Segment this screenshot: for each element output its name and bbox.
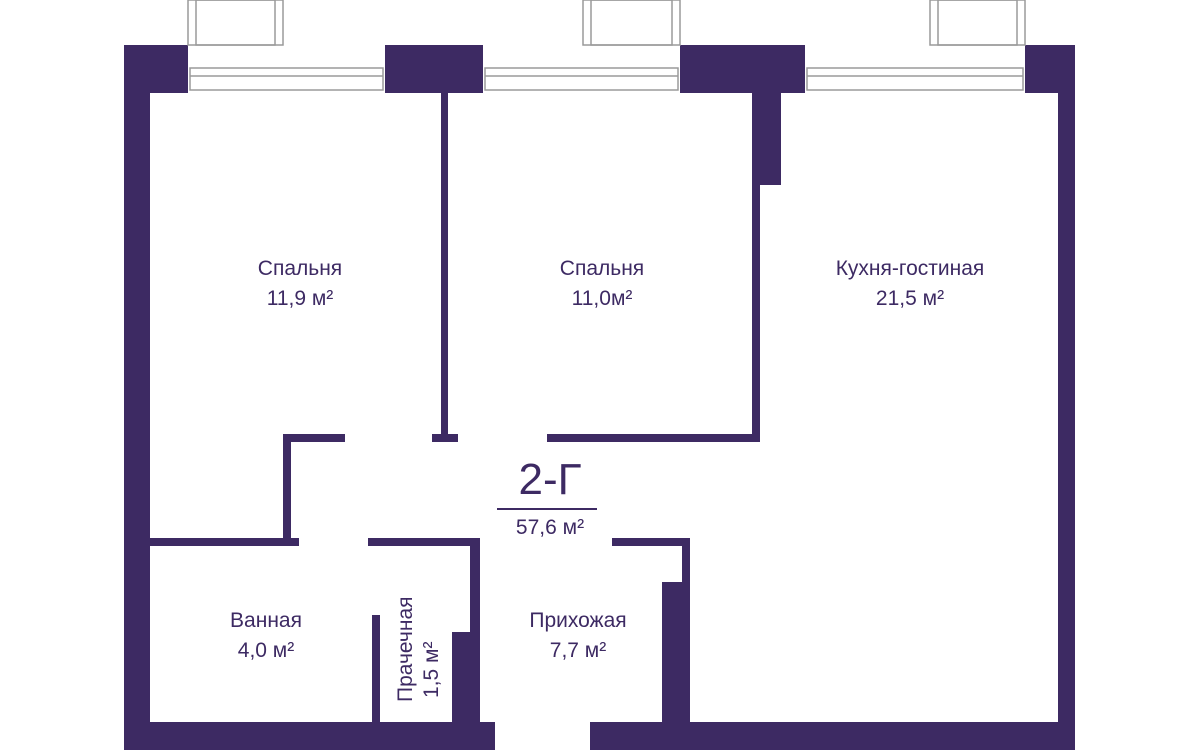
room-name: Спальня: [559, 257, 645, 280]
room-area: 11,0м²: [571, 287, 633, 310]
balcony-2: [582, 0, 681, 46]
wall-hallway-corner: [682, 538, 690, 588]
wall-bathroom-top: [150, 538, 299, 546]
room-area: 7,7 м²: [549, 639, 607, 662]
wall-laundry-pier: [452, 632, 480, 750]
balcony-inner-2: [590, 0, 673, 46]
balcony-3: [929, 0, 1026, 46]
room-hallway: Прихожая 7,7 м²: [488, 606, 668, 666]
room-name: Прихожая: [529, 609, 627, 632]
room-name: Кухня-гостиная: [835, 257, 985, 280]
wall-hallway-right: [662, 582, 690, 750]
wall-bedroom1-corner: [283, 434, 291, 546]
wall-bathroom-laundry: [372, 615, 380, 725]
room-name: Прачечная: [394, 596, 417, 702]
unit-divider: [497, 508, 597, 510]
balcony-inner-3: [937, 0, 1018, 46]
wall-bedroom-partition: [441, 93, 448, 441]
wall-bedroom1-bottom-stub: [283, 434, 345, 442]
room-name: Ванная: [230, 609, 302, 632]
window-frame-3: [806, 67, 1024, 91]
balcony-1: [187, 0, 284, 46]
window-frame-2: [484, 67, 679, 91]
wall-bedroom2-bottom: [547, 434, 760, 442]
walls: [124, 45, 1075, 750]
wall-hallway-top: [612, 538, 690, 546]
wall-laundry-top: [368, 538, 480, 546]
room-area: 21,5 м²: [875, 287, 945, 310]
windows: [187, 0, 1026, 91]
wall-left-outer: [124, 45, 150, 750]
room-area: 1,5 м²: [420, 641, 443, 698]
room-name: Спальня: [257, 257, 343, 280]
room-area: 11,9 м²: [266, 287, 334, 310]
unit-total-area: 57,6 м²: [515, 516, 585, 539]
wall-top-pier-1: [385, 45, 483, 93]
wall-kitchen-bedroom2: [752, 90, 760, 442]
balcony-inner-1: [195, 0, 276, 46]
unit-code: 2-Г: [518, 455, 582, 504]
room-laundry: Прачечная 1,5 м²: [393, 596, 445, 702]
room-bedroom-2: Спальня 11,0м²: [502, 254, 702, 314]
wall-top-pier-2: [680, 45, 805, 93]
window-frame-1: [189, 67, 384, 91]
room-bedroom-1: Спальня 11,9 м²: [200, 254, 400, 314]
room-kitchen-living: Кухня-гостиная 21,5 м²: [800, 254, 1020, 314]
wall-bottom-left: [124, 722, 495, 750]
room-bathroom: Ванная 4,0 м²: [176, 606, 356, 666]
wall-right-outer: [1058, 45, 1075, 750]
room-area: 4,0 м²: [237, 639, 295, 662]
wall-partition-foot: [432, 434, 458, 442]
